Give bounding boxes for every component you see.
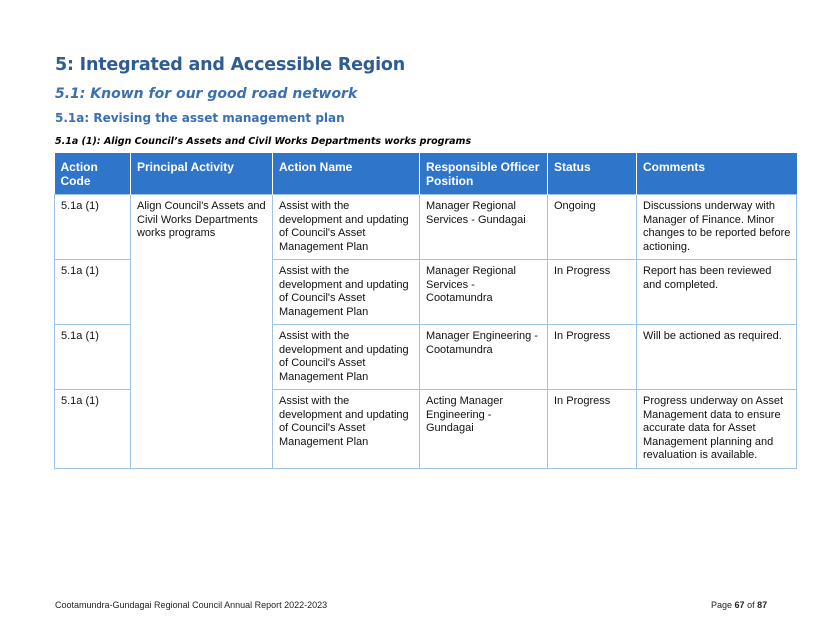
table-row: 5.1a (1) Assist with the development and… [54, 259, 797, 325]
cell-status: Ongoing [547, 194, 637, 260]
page-of-label: of [747, 600, 755, 610]
header-action-name: Action Name [272, 153, 420, 195]
header-status: Status [547, 153, 637, 195]
cell-comments: Discussions underway with Manager of Fin… [636, 194, 797, 260]
sub-subsection-heading: 5.1a: Revising the asset management plan [55, 111, 345, 125]
cell-status: In Progress [547, 259, 637, 325]
subsection-heading: 5.1: Known for our good road network [55, 86, 358, 102]
table-header-row: Action Code Principal Activity Action Na… [54, 153, 797, 195]
page-total: 87 [757, 600, 768, 610]
section-heading: 5: Integrated and Accessible Region [55, 55, 406, 75]
cell-principal-activity: Align Council's Assets and Civil Works D… [130, 194, 273, 469]
cell-action-name: Assist with the development and updating… [272, 194, 420, 260]
header-principal-activity: Principal Activity [130, 153, 273, 195]
table-row: 5.1a (1) Align Council's Assets and Civi… [54, 194, 797, 469]
cell-comments: Will be actioned as required. [636, 324, 797, 390]
cell-action-code: 5.1a (1) [54, 259, 131, 325]
header-responsible-officer: Responsible Officer Position [419, 153, 548, 195]
cell-comments: Report has been reviewed and completed. [636, 259, 797, 325]
cell-action-name: Assist with the development and updating… [272, 389, 420, 469]
table-row: 5.1a (1) Assist with the development and… [54, 389, 797, 469]
footer-report-title: Cootamundra-Gundagai Regional Council An… [55, 600, 328, 610]
page-current: 67 [734, 600, 745, 610]
header-action-code: Action Code [54, 153, 131, 195]
cell-action-name: Assist with the development and updating… [272, 259, 420, 325]
cell-status: In Progress [547, 389, 637, 469]
cell-officer: Manager Regional Services - Gundagai [419, 194, 548, 260]
cell-status: In Progress [547, 324, 637, 390]
actions-table: Action Code Principal Activity Action Na… [54, 153, 797, 469]
page-label: Page [711, 600, 733, 610]
table-caption: 5.1a (1): Align Council’s Assets and Civ… [55, 136, 472, 147]
cell-action-code: 5.1a (1) [54, 194, 131, 260]
footer-page-number: Page 67 of 87 [711, 600, 767, 610]
cell-officer: Manager Engineering - Cootamundra [419, 324, 548, 390]
cell-action-code: 5.1a (1) [54, 389, 131, 469]
cell-action-name: Assist with the development and updating… [272, 324, 420, 390]
cell-officer: Acting Manager Engineering - Gundagai [419, 389, 548, 469]
header-comments: Comments [636, 153, 797, 195]
cell-action-code: 5.1a (1) [54, 324, 131, 390]
cell-comments: Progress underway on Asset Management da… [636, 389, 797, 469]
cell-officer: Manager Regional Services - Cootamundra [419, 259, 548, 325]
